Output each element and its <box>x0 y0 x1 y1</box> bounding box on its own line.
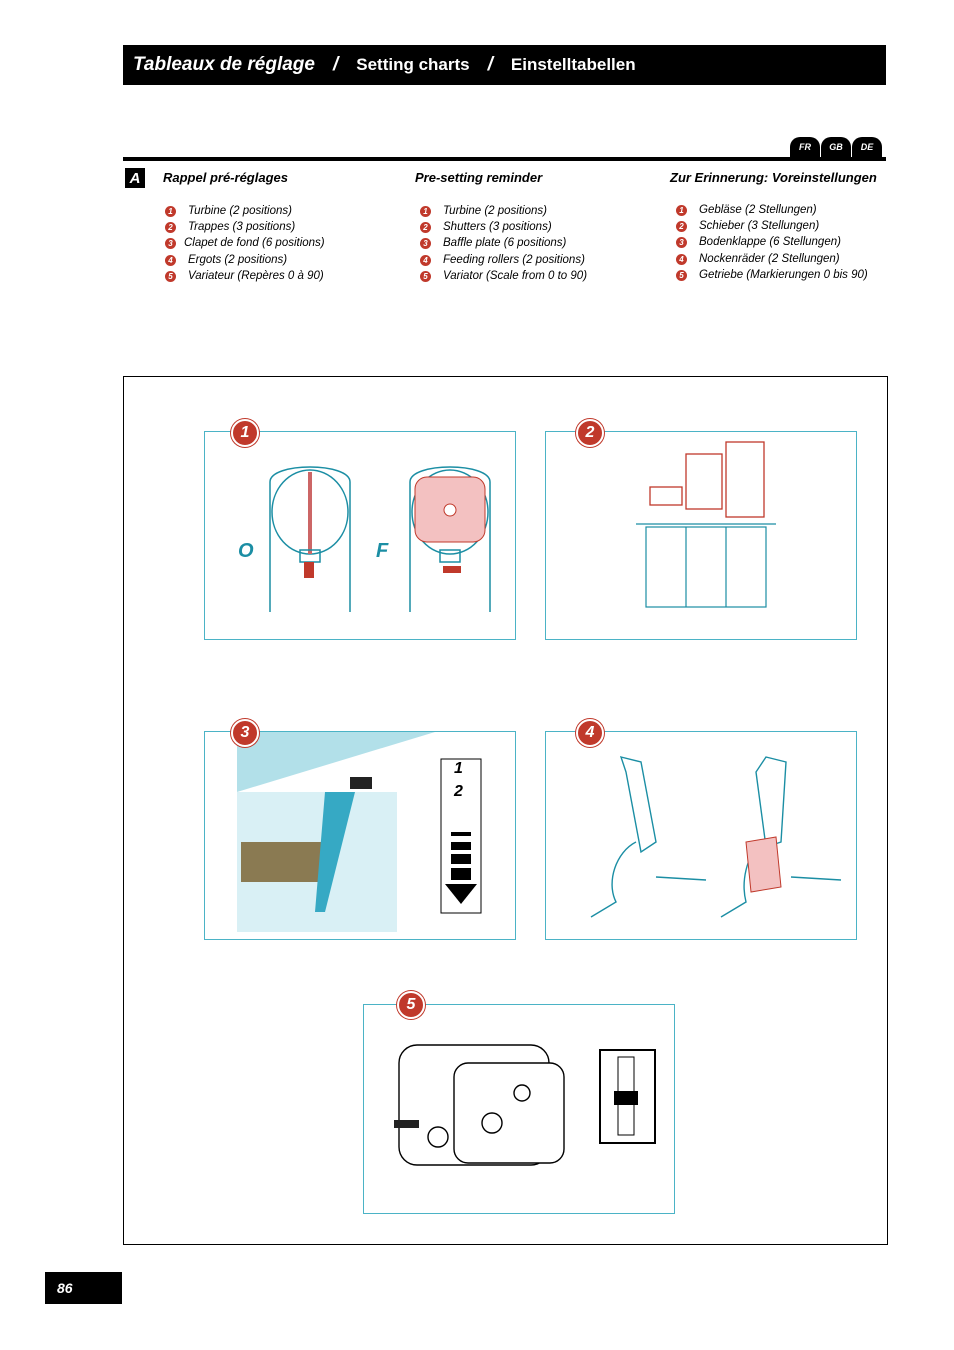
item-number: 1 <box>676 204 687 216</box>
list-item: 5 Getriebe (Markierungen 0 bis 90) <box>676 269 868 281</box>
page-number: 86 <box>45 1272 122 1304</box>
item-number: 3 <box>676 236 687 248</box>
item-text: Getriebe (Markierungen 0 bis 90) <box>699 269 868 281</box>
list-item: 5 Variateur (Repères 0 à 90) <box>165 270 324 282</box>
item-text: Shutters (3 positions) <box>443 221 552 233</box>
title-separator-1: / <box>332 54 339 75</box>
item-text: Ergots (2 positions) <box>188 254 288 266</box>
feeding-rollers-illustration <box>590 756 842 918</box>
item-number: 4 <box>420 254 431 266</box>
item-number: 5 <box>676 269 687 281</box>
item-text: Schieber (3 Stellungen) <box>699 220 820 232</box>
item-number: 2 <box>676 220 687 232</box>
column-title-de: Zur Erinnerung: Voreinstellungen <box>670 170 877 185</box>
item-text: Trappes (3 positions) <box>188 221 296 233</box>
item-text: Turbine (2 positions) <box>443 205 547 217</box>
section-rule <box>123 157 886 161</box>
item-text: Clapet de fond (6 positions) <box>184 237 325 249</box>
shutters-illustration <box>636 441 776 608</box>
list-item: 4 Feeding rollers (2 positions) <box>420 254 585 266</box>
list-item: 1 Gebläse (2 Stellungen) <box>676 204 817 216</box>
column-title-fr: Rappel pré-réglages <box>163 170 288 185</box>
list-item: 2 Shutters (3 positions) <box>420 221 552 233</box>
item-text: Baffle plate (6 positions) <box>443 237 567 249</box>
list-item: 2 Trappes (3 positions) <box>165 221 295 233</box>
item-number: 4 <box>165 254 176 266</box>
item-number: 3 <box>165 237 176 249</box>
label-open: O <box>238 540 254 562</box>
list-item: 2 Schieber (3 Stellungen) <box>676 220 819 232</box>
item-number: 5 <box>165 270 176 282</box>
language-tabs: FR GB DE <box>790 137 883 157</box>
panel-shutters <box>545 431 857 640</box>
item-number: 3 <box>420 237 431 249</box>
panel-feeding-rollers <box>545 731 857 940</box>
title-gb: Setting charts <box>356 55 470 74</box>
item-number: 2 <box>420 221 431 233</box>
panel-turbine <box>204 431 516 640</box>
list-item: 4 Nockenräder (2 Stellungen) <box>676 253 840 265</box>
lang-tab-fr: FR <box>790 137 820 157</box>
item-text: Gebläse (2 Stellungen) <box>699 204 817 216</box>
item-number: 1 <box>165 205 176 217</box>
section-letter: A <box>125 168 145 188</box>
item-number: 4 <box>676 253 687 265</box>
variator-illustration <box>394 1044 656 1166</box>
panel-baffle-plate <box>204 731 516 940</box>
list-item: 1 Turbine (2 positions) <box>165 205 292 217</box>
lang-tab-de: DE <box>852 137 882 157</box>
baffle-plate-illustration <box>237 732 482 932</box>
list-item: 5 Variator (Scale from 0 to 90) <box>420 270 587 282</box>
item-text: Feeding rollers (2 positions) <box>443 254 585 266</box>
scale-label-1: 1 <box>454 760 463 777</box>
list-item: 4 Ergots (2 positions) <box>165 254 287 266</box>
item-text: Bodenklappe (6 Stellungen) <box>699 236 841 248</box>
item-text: Turbine (2 positions) <box>188 205 292 217</box>
title-fr: Tableaux de réglage <box>133 54 315 75</box>
panel-badge-1: 1 <box>231 419 259 447</box>
figure-frame <box>123 376 888 1245</box>
list-item: 3 Baffle plate (6 positions) <box>420 237 566 249</box>
panel-variator <box>363 1004 675 1214</box>
panel-badge-4: 4 <box>576 719 604 747</box>
item-number: 2 <box>165 221 176 233</box>
list-item: 1 Turbine (2 positions) <box>420 205 547 217</box>
item-text: Nockenräder (2 Stellungen) <box>699 253 840 265</box>
turbine-illustration <box>269 466 491 612</box>
panel-badge-5: 5 <box>397 991 425 1019</box>
panel-badge-2: 2 <box>576 419 604 447</box>
item-number: 1 <box>420 205 431 217</box>
item-text: Variator (Scale from 0 to 90) <box>443 270 588 282</box>
scale-label-2: 2 <box>454 783 463 800</box>
item-number: 5 <box>420 270 431 282</box>
panel-badge-3: 3 <box>231 719 259 747</box>
label-closed: F <box>376 540 389 562</box>
title-separator-2: / <box>487 54 493 75</box>
list-item: 3 Clapet de fond (6 positions) <box>165 237 325 249</box>
header-bar: Tableaux de réglage / Setting charts / E… <box>123 45 886 85</box>
list-item: 3 Bodenklappe (6 Stellungen) <box>676 236 841 248</box>
column-title-gb: Pre-setting reminder <box>415 170 543 185</box>
item-text: Variateur (Repères 0 à 90) <box>188 270 324 282</box>
lang-tab-gb: GB <box>821 137 851 157</box>
title-de: Einstelltabellen <box>510 55 636 74</box>
